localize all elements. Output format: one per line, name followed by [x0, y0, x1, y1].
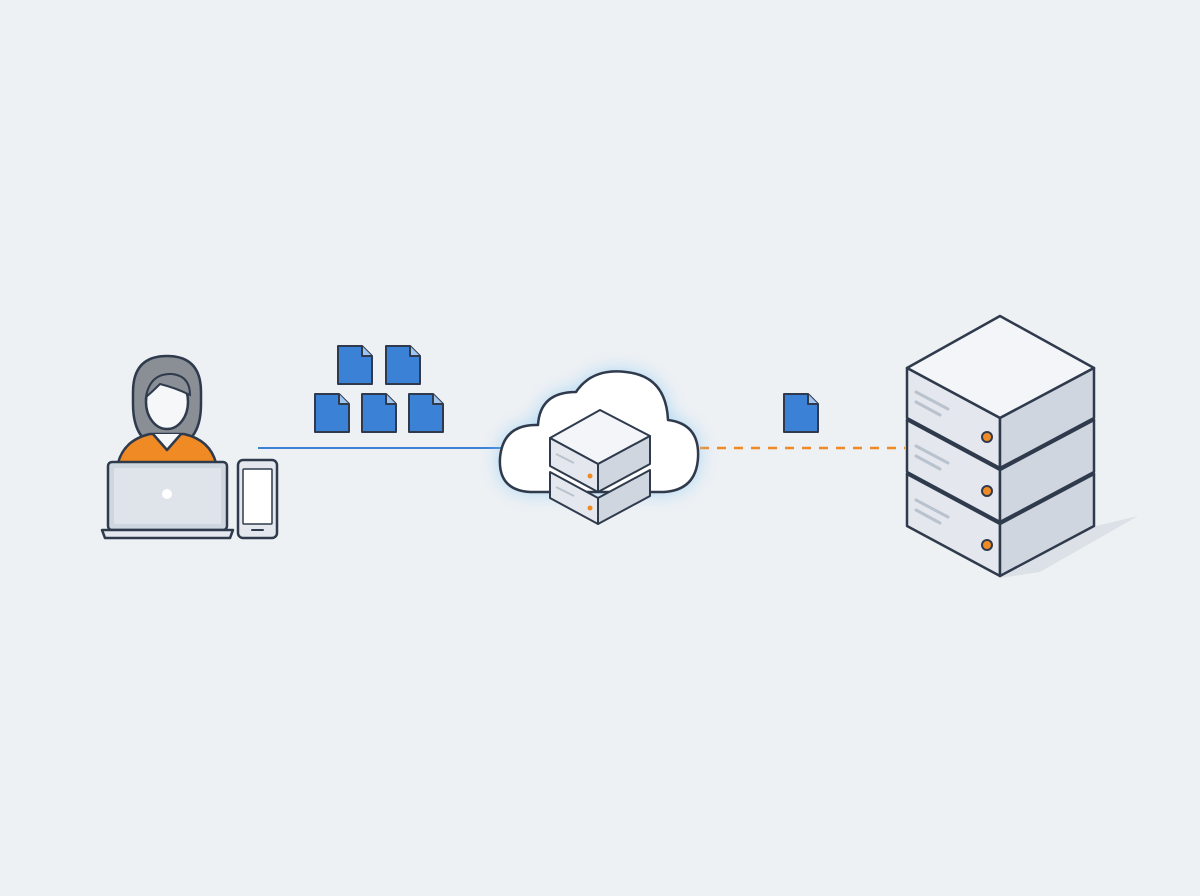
cloud-server-unit-lower: [549, 469, 651, 525]
cloud-server-unit-upper: [549, 409, 651, 493]
files-group-left: [314, 345, 444, 433]
file-icon: [385, 345, 421, 385]
cloud-server-icon: [498, 370, 700, 525]
phone-icon: [236, 458, 279, 540]
server-stack-icon: [905, 314, 1138, 578]
file-icon: [408, 393, 444, 433]
user-person-icon: [116, 354, 218, 465]
laptop-icon: [100, 460, 235, 540]
file-icon-right: [783, 393, 819, 433]
server-unit-top: [905, 314, 1096, 470]
file-icon: [314, 393, 350, 433]
file-icon: [337, 345, 373, 385]
file-icon: [361, 393, 397, 433]
